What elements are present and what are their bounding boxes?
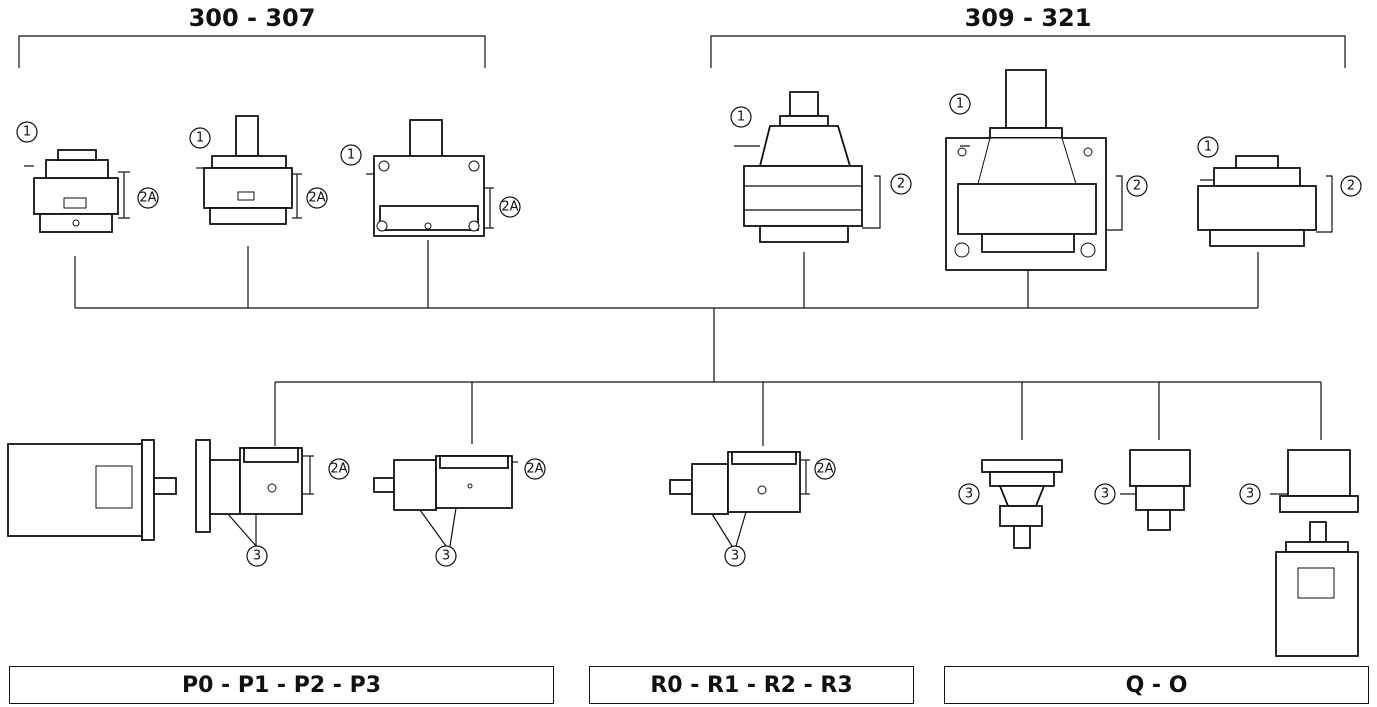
gearbox-300-tall <box>196 116 302 224</box>
series-label-p: P0 - P1 - P2 - P3 <box>9 666 554 704</box>
gearbox-309-low <box>1198 156 1332 246</box>
callout-2-c: 2 <box>1341 176 1361 196</box>
svg-text:2: 2 <box>1347 179 1355 194</box>
bracket-309-321 <box>711 36 1345 68</box>
series-label-p-text: P0 - P1 - P2 - P3 <box>182 673 381 698</box>
gearbox-p-inline <box>374 456 518 546</box>
series-label-r-text: R0 - R1 - R2 - R3 <box>650 673 852 698</box>
svg-text:1: 1 <box>23 125 31 140</box>
bracket-300-307 <box>19 36 485 68</box>
svg-text:2A: 2A <box>308 191 325 206</box>
callout-1-d: 1 <box>731 107 751 127</box>
gearbox-q-small <box>1120 450 1190 530</box>
svg-text:3: 3 <box>965 487 973 502</box>
callout-3-b: 3 <box>436 546 456 566</box>
svg-text:2A: 2A <box>139 191 156 206</box>
callout-3-f: 3 <box>1240 484 1260 504</box>
gearbox-o-with-motor <box>1270 450 1358 656</box>
callout-2-b: 2 <box>1127 176 1147 196</box>
svg-text:3: 3 <box>1246 487 1254 502</box>
svg-text:1: 1 <box>196 131 204 146</box>
gearbox-q-vertical <box>982 460 1062 548</box>
callout-3-d: 3 <box>959 484 979 504</box>
svg-text:3: 3 <box>731 549 739 564</box>
callout-2a-f: 2A <box>815 459 835 479</box>
series-label-q-text: Q - O <box>1126 673 1188 698</box>
callout-1-f: 1 <box>1198 137 1218 157</box>
gearbox-p-flanged <box>196 440 314 546</box>
svg-text:2A: 2A <box>816 462 833 477</box>
gearbox-309-large-footed <box>946 70 1122 270</box>
callout-2a-d: 2A <box>329 459 349 479</box>
electric-motor-horizontal <box>8 440 176 540</box>
series-label-r: R0 - R1 - R2 - R3 <box>589 666 914 704</box>
svg-text:3: 3 <box>442 549 450 564</box>
callout-2a-b: 2A <box>307 188 327 208</box>
callout-1-b: 1 <box>190 128 210 148</box>
svg-text:3: 3 <box>1101 487 1109 502</box>
gearbox-309-round <box>734 92 880 242</box>
group-title-300-307: 300 - 307 <box>189 4 316 32</box>
callout-1-a: 1 <box>17 122 37 142</box>
svg-text:2: 2 <box>897 177 905 192</box>
callout-2a-c: 2A <box>500 197 520 217</box>
svg-text:2: 2 <box>1133 179 1141 194</box>
callout-2a-a: 2A <box>138 188 158 208</box>
svg-text:2A: 2A <box>526 462 543 477</box>
series-label-q: Q - O <box>944 666 1369 704</box>
svg-text:1: 1 <box>1204 140 1212 155</box>
svg-text:1: 1 <box>737 110 745 125</box>
svg-text:1: 1 <box>347 148 355 163</box>
group-title-309-321: 309 - 321 <box>965 4 1092 32</box>
callout-1-c: 1 <box>341 145 361 165</box>
gearbox-300-footed <box>366 120 494 236</box>
svg-text:2A: 2A <box>330 462 347 477</box>
callout-3-a: 3 <box>247 546 267 566</box>
connector-lines <box>75 240 1321 446</box>
gearbox-r-inline <box>670 452 810 546</box>
callout-3-c: 3 <box>725 546 745 566</box>
callout-2a-e: 2A <box>525 459 545 479</box>
svg-text:3: 3 <box>253 549 261 564</box>
callout-2-a: 2 <box>891 174 911 194</box>
svg-text:1: 1 <box>956 97 964 112</box>
gearbox-300-small <box>24 150 130 232</box>
callout-3-e: 3 <box>1095 484 1115 504</box>
svg-text:2A: 2A <box>501 200 518 215</box>
callout-1-e: 1 <box>950 94 970 114</box>
